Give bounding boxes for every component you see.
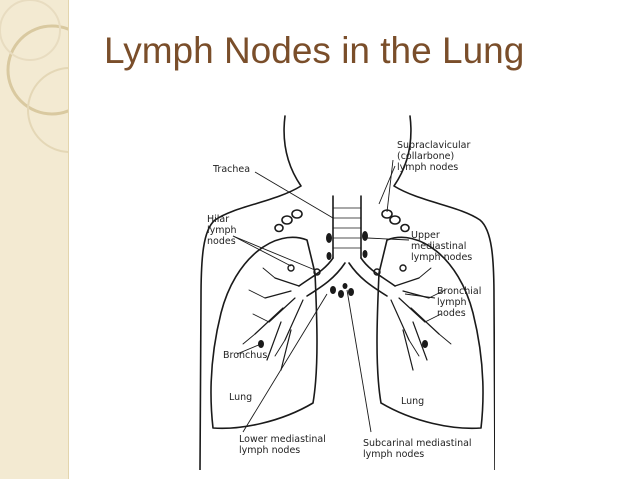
label-lower-mediastinal: Lower mediastinal lymph nodes xyxy=(239,434,329,456)
label-subcarinal: Subcarinal mediastinal lymph nodes xyxy=(363,438,475,460)
lymph-node-cluster xyxy=(258,209,428,348)
neck-outline xyxy=(199,115,302,470)
right-lung xyxy=(376,236,484,430)
label-supraclavicular: Supraclavicular (collarbone) lymph nodes xyxy=(397,140,473,173)
decorative-circles xyxy=(0,0,68,153)
label-hilar: Hilar lymph nodes xyxy=(207,214,240,247)
right-bronchus xyxy=(348,257,396,297)
slide-title: Lymph Nodes in the Lung xyxy=(104,30,525,71)
label-lung-right: Lung xyxy=(401,396,424,407)
neck-outline-right xyxy=(393,115,495,470)
label-bronchial: Bronchial lymph nodes xyxy=(437,286,484,319)
trachea xyxy=(332,195,362,259)
label-upper-mediastinal: Upper mediastinal lymph nodes xyxy=(411,230,472,263)
left-bronchus xyxy=(298,257,346,297)
label-bronchus: Bronchus xyxy=(223,350,267,361)
decorative-side-band xyxy=(0,0,69,479)
left-lung xyxy=(210,236,318,430)
lung-lymph-diagram: Supraclavicular (collarbone) lymph nodes… xyxy=(199,115,495,470)
label-trachea: Trachea xyxy=(212,164,250,175)
label-lung-left: Lung xyxy=(229,392,252,403)
